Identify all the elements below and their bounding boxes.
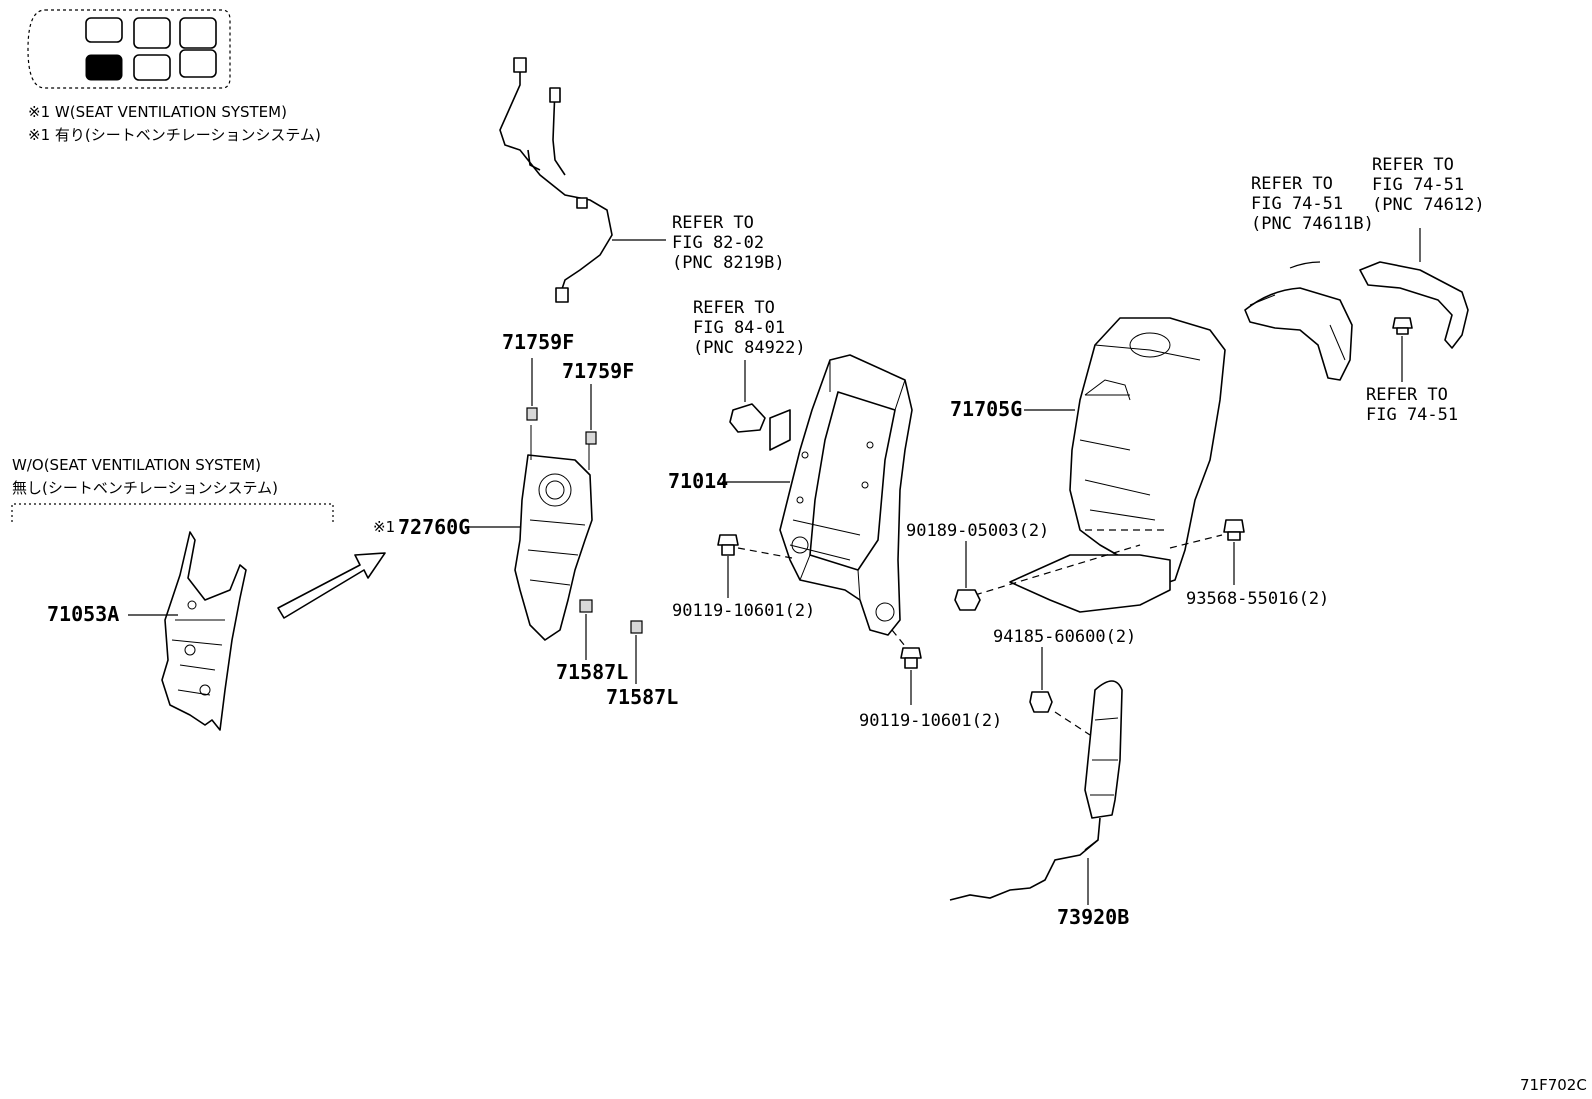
ref-74612-line1: REFER TO <box>1372 155 1454 175</box>
ref-74611B-line2: FIG 74-51 <box>1251 194 1343 214</box>
variant-bracket <box>11 503 334 522</box>
label-94185: 94185-60600(2) <box>993 627 1136 647</box>
seat-location-icon <box>27 9 231 89</box>
label-71705G: 71705G <box>950 397 1022 421</box>
ref-8202-line3: (PNC 8219B) <box>672 253 785 273</box>
bolt-90119-a <box>717 534 739 556</box>
nut-94185 <box>1029 691 1053 713</box>
ref-8202-line1: REFER TO <box>672 213 754 233</box>
variant-arrow <box>277 552 386 619</box>
part-71053A-bracket <box>161 531 247 731</box>
trim-74611B <box>1244 287 1353 381</box>
part-73920B-airbag <box>949 680 1123 901</box>
label-71014: 71014 <box>668 469 728 493</box>
fastener-74-51 <box>1392 317 1413 335</box>
switch-84922 <box>729 403 766 433</box>
wire-harness-8219B <box>499 57 613 303</box>
seat-3rd-right-icon <box>179 49 217 78</box>
ref-74612-line3: (PNC 74612) <box>1372 195 1485 215</box>
ref-74612-line2: FIG 74-51 <box>1372 175 1464 195</box>
ref-8401-line1: REFER TO <box>693 298 775 318</box>
legend-note-1: ※1 W(SEAT VENTILATION SYSTEM) <box>28 103 287 121</box>
trim-74612 <box>1359 261 1469 349</box>
ref-8202-line2: FIG 82-02 <box>672 233 764 253</box>
label-90119-b: 90119-10601(2) <box>859 711 1002 731</box>
legend-note-2: ※1 有り(シートベンチレーションシステム) <box>28 126 321 144</box>
variant-note-2: 無し(シートベンチレーションシステム) <box>12 479 278 497</box>
label-72760G-mark: ※1 <box>373 518 395 536</box>
seat-back-lower-cover <box>1009 554 1171 613</box>
seat-rear-left-icon <box>133 17 171 49</box>
label-71053A: 71053A <box>47 602 119 626</box>
label-73920B: 73920B <box>1057 905 1129 929</box>
clip-71759F-a <box>526 407 538 421</box>
ref-74611B-line1: REFER TO <box>1251 174 1333 194</box>
label-90189: 90189-05003(2) <box>906 521 1049 541</box>
seat-rear-right-icon <box>133 54 171 81</box>
ref-74611B-line3: (PNC 74611B) <box>1251 214 1374 234</box>
part-72760G-bracket <box>514 425 593 641</box>
nut-90189 <box>954 589 981 611</box>
seat-front-left-icon <box>85 17 123 43</box>
clip-71759F-b <box>585 431 597 445</box>
seat-front-right-highlighted-icon <box>85 54 123 81</box>
part-71705G-board <box>1069 317 1226 586</box>
ref-7451-line2: FIG 74-51 <box>1366 405 1458 425</box>
ref-8401-line2: FIG 84-01 <box>693 318 785 338</box>
bolt-93568 <box>1223 519 1245 541</box>
label-71587L-b: 71587L <box>606 685 678 709</box>
clip-71587L-b <box>630 620 643 634</box>
seat-3rd-left-icon <box>179 17 217 49</box>
label-72760G: 72760G <box>398 515 470 539</box>
label-93568: 93568-55016(2) <box>1186 589 1329 609</box>
ref-7451-line1: REFER TO <box>1366 385 1448 405</box>
part-71014-frame <box>769 354 913 636</box>
bolt-90119-b <box>900 647 922 669</box>
label-90119-a: 90119-10601(2) <box>672 601 815 621</box>
clip-71587L-a <box>579 599 593 613</box>
variant-note-1: W/O(SEAT VENTILATION SYSTEM) <box>12 456 261 474</box>
label-71759F-b: 71759F <box>562 359 634 383</box>
label-71759F-a: 71759F <box>502 330 574 354</box>
label-71587L-a: 71587L <box>556 660 628 684</box>
ref-8401-line3: (PNC 84922) <box>693 338 806 358</box>
figure-code: 71F702C <box>1520 1076 1587 1094</box>
